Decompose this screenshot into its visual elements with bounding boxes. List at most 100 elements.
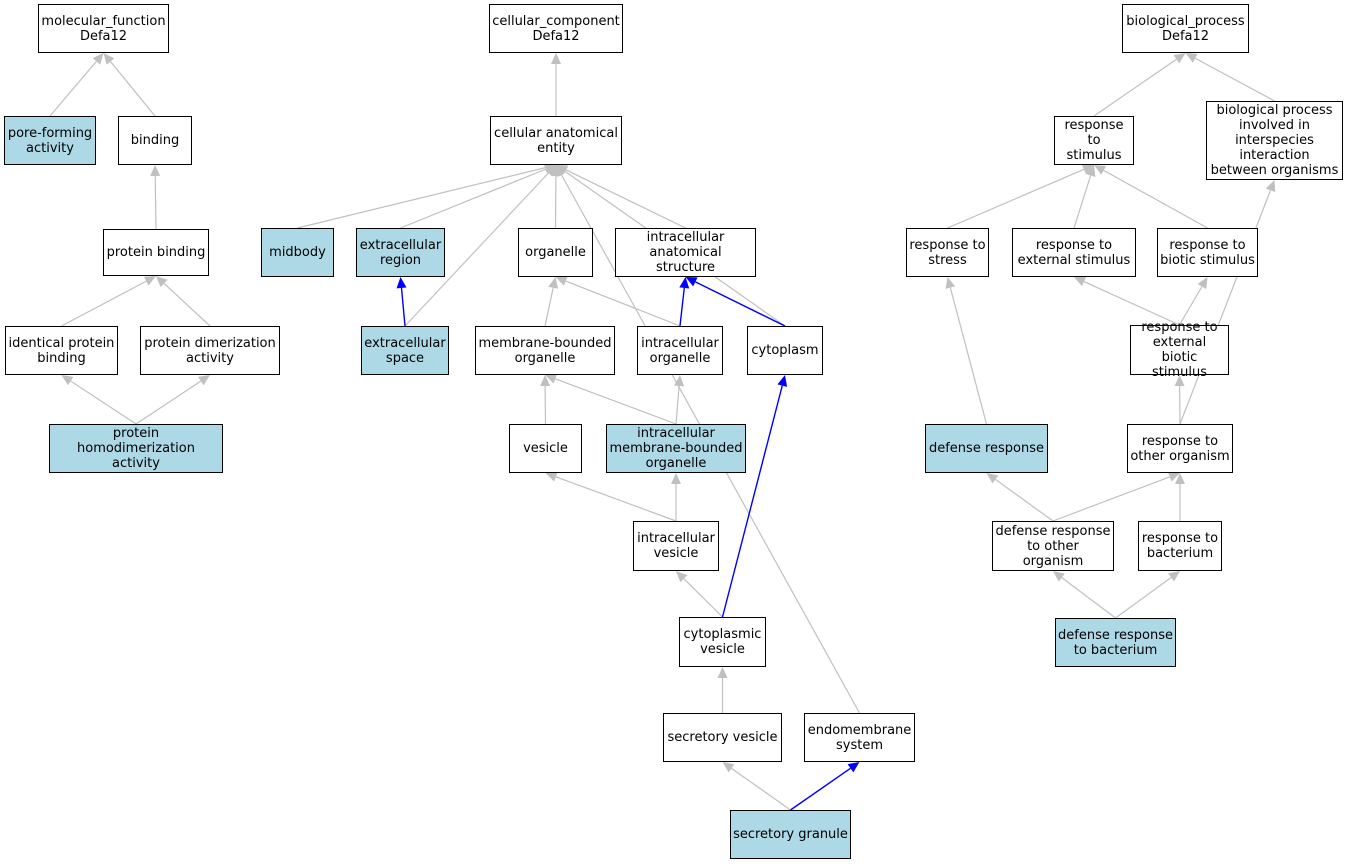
arrowhead-response_to_stress-37 <box>945 277 956 289</box>
node-biological-process-interspecies-interaction[interactable]: biological process involved in interspec… <box>1206 101 1343 180</box>
node-intracellular-organelle[interactable]: intracellular organelle <box>637 326 723 375</box>
node-intracellular-anatomical-structure[interactable]: intracellular anatomical structure <box>615 228 756 277</box>
edge-binding-to-mf_root <box>109 61 156 117</box>
arrowhead-response_to_external_stimulus-35 <box>1074 277 1087 287</box>
arrowhead-intracellular_organelle-22 <box>674 375 685 387</box>
edge-defense_response-to-response_to_stress <box>949 287 988 425</box>
arrowhead-mf_root-1 <box>103 53 115 65</box>
node-identical-protein-binding[interactable]: identical protein binding <box>5 326 118 375</box>
node-extracellular-space[interactable]: extracellular space <box>361 326 449 375</box>
arrowhead-organelle-17 <box>555 276 568 286</box>
node-vesicle[interactable]: vesicle <box>509 424 582 473</box>
arrowhead-cellular_anatomical_entity-14 <box>556 165 566 178</box>
node-cellular-component-root[interactable]: cellular_component Defa12 <box>489 4 623 53</box>
arrowhead-bp_root-31 <box>1185 53 1198 63</box>
arrowhead-extracellular_region-15 <box>396 277 407 289</box>
arrowhead-mf_root-0 <box>92 53 104 65</box>
arrowhead-response_to_stimulus-32 <box>1081 164 1094 174</box>
node-intracellular-membrane-bounded-organelle[interactable]: intracellular membrane-bounded organelle <box>606 424 746 473</box>
edge-extracellular_space-to-extracellular_region <box>400 287 406 327</box>
arrowhead-membrane_bounded_organelle-20 <box>540 375 551 387</box>
arrowhead-cytoplasmic_vesicle-27 <box>717 667 728 678</box>
node-cytoplasmic-vesicle[interactable]: cytoplasmic vesicle <box>679 617 766 667</box>
node-response-to-other-organism[interactable]: response to other organism <box>1127 424 1233 473</box>
arrowhead-endomembrane_system-29 <box>847 762 860 773</box>
edge-bp_interspecies-to-bp_root <box>1194 57 1275 102</box>
arrowhead-response_to_stimulus-34 <box>1094 165 1107 175</box>
arrowhead-defense_response_other_organism-43 <box>1053 571 1065 582</box>
edge-response_to_other_organism-to-bp_interspecies <box>1179 190 1272 425</box>
node-intracellular-vesicle[interactable]: intracellular vesicle <box>633 521 719 571</box>
node-cytoplasm[interactable]: cytoplasm <box>747 326 823 375</box>
node-response-to-biotic-stimulus[interactable]: response to biotic stimulus <box>1157 228 1258 277</box>
edge-membrane_bounded_organelle-to-organelle <box>544 287 554 327</box>
node-binding[interactable]: binding <box>118 116 192 165</box>
arrowhead-cytoplasm-26 <box>777 375 788 387</box>
edge-cytoplasmic_vesicle-to-intracellular_vesicle <box>683 578 723 618</box>
edge-extracellular_region-to-cellular_anatomical_entity <box>400 168 547 229</box>
edge-cytoplasm-to-intracellular_anatomical_structure <box>695 281 786 327</box>
node-molecular-function-root[interactable]: molecular_function Defa12 <box>38 4 169 53</box>
node-cellular-anatomical-entity[interactable]: cellular anatomical entity <box>490 116 622 165</box>
edge-response_to_external_stimulus-to-response_to_stimulus <box>1073 175 1092 229</box>
node-defense-response-to-bacterium[interactable]: defense response to bacterium <box>1055 618 1176 667</box>
node-secretory-vesicle[interactable]: secretory vesicle <box>663 713 782 762</box>
edge-protein_binding-to-binding <box>154 175 157 230</box>
arrowhead-bp_interspecies-39 <box>1265 180 1276 193</box>
arrowhead-binding-2 <box>150 165 161 177</box>
node-organelle[interactable]: organelle <box>518 228 593 277</box>
edge-intracellular_anatomical_structure-to-cellular_anatomical_entity <box>565 169 686 229</box>
node-response-to-external-stimulus[interactable]: response to external stimulus <box>1012 228 1136 277</box>
node-extracellular-region[interactable]: extracellular region <box>356 228 445 277</box>
edge-protein_dimerization-to-protein_binding <box>163 283 211 327</box>
arrowhead-response_to_external_biotic_stimulus-38 <box>1174 375 1185 387</box>
edge-response_to_biotic_stimulus-to-response_to_stimulus <box>1103 169 1208 229</box>
edge-defense_response_other_organism-to-defense_response <box>995 478 1054 522</box>
edge-intracellular_mb_organelle-to-intracellular_organelle <box>675 385 680 425</box>
arrowhead-protein_binding-3 <box>143 276 156 286</box>
edge-pore_forming-to-mf_root <box>49 60 97 117</box>
arrowhead-response_to_biotic_stimulus-36 <box>1197 277 1208 290</box>
arrowhead-intracellular_mb_organelle-24 <box>671 473 681 484</box>
node-response-to-stimulus[interactable]: response to stimulus <box>1054 116 1134 165</box>
edge-defense_response_bacterium-to-defense_response_other_organism <box>1061 577 1116 619</box>
arrowhead-intracellular_anatomical_structure-18 <box>679 277 690 289</box>
node-defense-response[interactable]: defense response <box>925 424 1048 473</box>
arrowhead-protein_dimerization-6 <box>198 375 210 386</box>
edge-defense_response_bacterium-to-response_to_bacterium <box>1115 576 1172 619</box>
edge-protein_homodimerization-to-identical_protein_binding <box>70 380 137 425</box>
node-response-to-bacterium[interactable]: response to bacterium <box>1138 521 1222 571</box>
arrowhead-intracellular_vesicle-25 <box>676 571 688 583</box>
edge-secretory_granule-to-endomembrane_system <box>790 767 851 811</box>
node-secretory-granule[interactable]: secretory granule <box>730 810 851 859</box>
arrowhead-defense_response-40 <box>986 473 999 484</box>
arrowhead-organelle-16 <box>548 277 559 289</box>
node-protein-homodimerization-activity[interactable]: protein homodimerization activity <box>49 424 223 473</box>
node-membrane-bounded-organelle[interactable]: membrane-bounded organelle <box>475 326 615 375</box>
node-response-to-external-biotic-stimulus[interactable]: response to external biotic stimulus <box>1130 320 1229 380</box>
edge-intracellular_organelle-to-intracellular_anatomical_structure <box>679 287 685 327</box>
node-response-to-stress[interactable]: response to stress <box>906 228 989 277</box>
edge-response_to_stress-to-response_to_stimulus <box>947 168 1085 229</box>
edge-extracellular_space-to-cellular_anatomical_entity <box>404 172 549 327</box>
arrowhead-response_to_other_organism-42 <box>1175 473 1185 484</box>
node-endomembrane-system[interactable]: endomembrane system <box>804 713 915 762</box>
edge-response_to_external_biotic_stimulus-to-response_to_external_stimulus <box>1083 281 1180 326</box>
edge-intracellular_organelle-to-organelle <box>565 280 681 327</box>
node-protein-binding[interactable]: protein binding <box>103 229 209 276</box>
node-biological-process-root[interactable]: biological_process Defa12 <box>1122 4 1249 53</box>
arrowhead-identical_protein_binding-5 <box>61 375 74 386</box>
edge-defense_response_other_organism-to-response_to_other_organism <box>1052 476 1170 522</box>
arrowhead-response_to_other_organism-41 <box>1167 472 1180 482</box>
edge-identical_protein_binding-to-protein_binding <box>61 280 147 327</box>
node-midbody[interactable]: midbody <box>261 228 334 277</box>
node-protein-dimerization-activity[interactable]: protein dimerization activity <box>140 326 280 375</box>
node-defense-response-to-other-organism[interactable]: defense response to other organism <box>992 521 1114 571</box>
node-pore-forming-activity[interactable]: pore-forming activity <box>4 116 96 165</box>
arrowhead-membrane_bounded_organelle-21 <box>545 374 558 384</box>
arrowhead-protein_binding-4 <box>156 276 168 288</box>
edge-cytoplasmic_vesicle-to-cytoplasm <box>721 385 783 618</box>
arrowhead-cellular_anatomical_entity-10 <box>544 165 556 177</box>
arrowhead-vesicle-23 <box>545 472 558 482</box>
arrowhead-response_to_bacterium-44 <box>1168 571 1180 582</box>
